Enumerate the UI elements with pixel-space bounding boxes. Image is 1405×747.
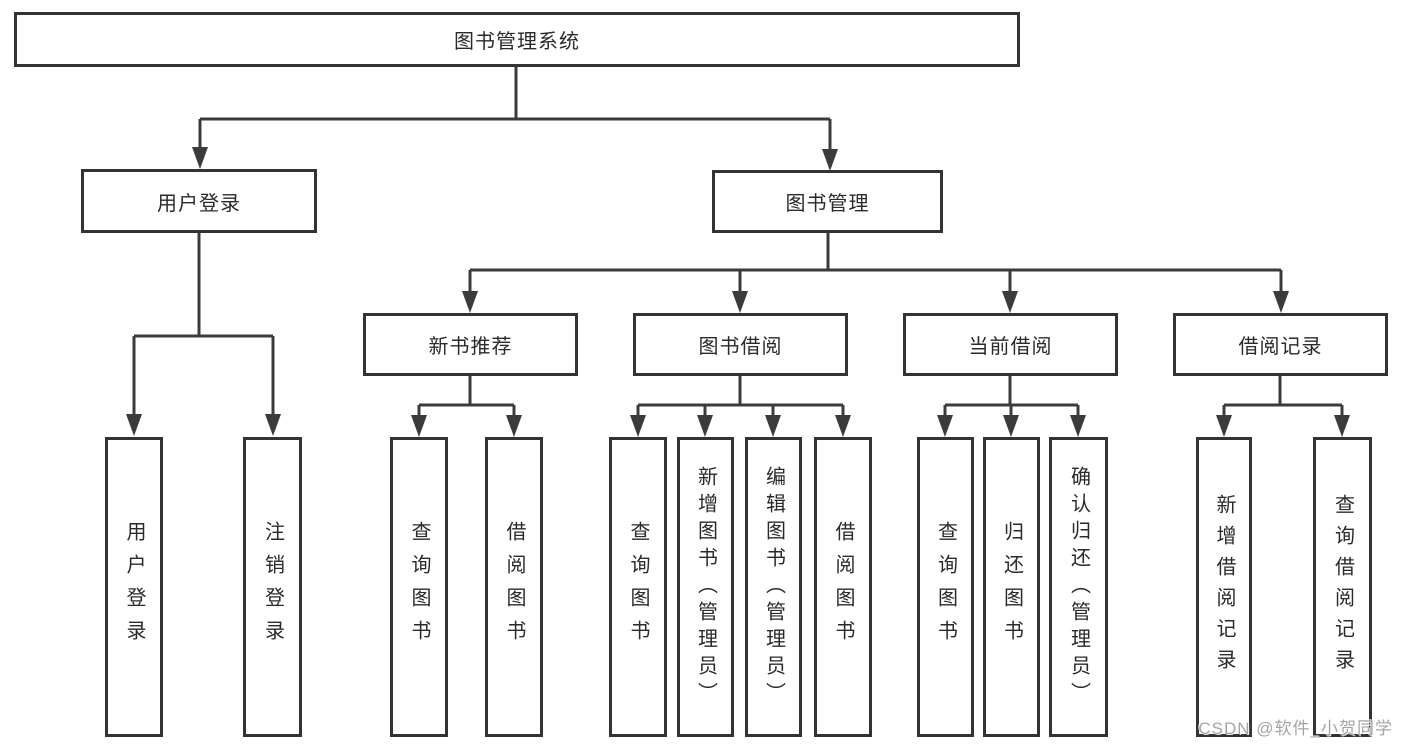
node-borrowing-records: 借阅记录	[1173, 313, 1388, 376]
leaf-user-login: 用户登录	[105, 437, 163, 737]
leaf-query-borrow-record: 查询借阅记录	[1313, 437, 1372, 737]
node-current-borrowing: 当前借阅	[903, 313, 1118, 376]
arrowheads	[126, 147, 1350, 437]
leaf-logout: 注销登录	[243, 437, 302, 737]
leaf-confirm-return-admin: 确认归还（管理员）	[1049, 437, 1108, 737]
node-book-management: 图书管理	[712, 170, 943, 233]
leaf-query-books-recommend: 查询图书	[390, 437, 448, 737]
node-library-management-system: 图书管理系统	[14, 12, 1020, 67]
leaf-query-books-borrowing: 查询图书	[609, 437, 667, 737]
leaf-return-books: 归还图书	[983, 437, 1040, 737]
leaf-query-books-current: 查询图书	[917, 437, 974, 737]
leaf-borrow-books-recommend: 借阅图书	[485, 437, 543, 737]
node-book-borrowing: 图书借阅	[633, 313, 848, 376]
csdn-watermark: CSDN @软件_小贺同学	[1198, 719, 1393, 738]
node-new-book-recommendation: 新书推荐	[363, 313, 578, 376]
leaf-add-borrow-record: 新增借阅记录	[1196, 437, 1252, 737]
node-user-login: 用户登录	[81, 169, 317, 233]
leaf-edit-books-admin: 编辑图书（管理员）	[745, 437, 802, 737]
leaf-add-books-admin: 新增图书（管理员）	[677, 437, 734, 737]
leaf-borrow-books: 借阅图书	[814, 437, 872, 737]
